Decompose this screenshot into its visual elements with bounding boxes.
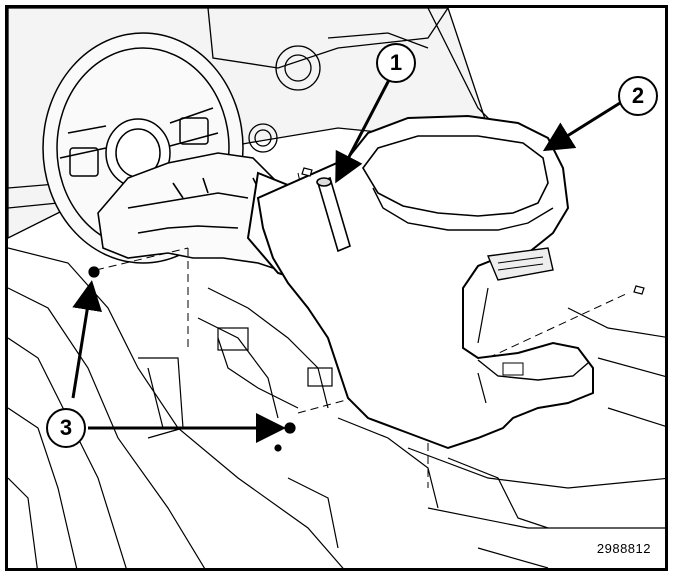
callout-3: 3 bbox=[46, 408, 86, 448]
screw-icons bbox=[88, 167, 645, 452]
callout-2: 2 bbox=[618, 76, 658, 116]
floor-console bbox=[246, 114, 594, 450]
callout-leaders bbox=[71, 77, 621, 443]
shifter-boot bbox=[316, 176, 351, 253]
callout-1: 1 bbox=[376, 43, 416, 83]
console-removal-illustration bbox=[8, 8, 665, 568]
illustration-frame: 1 2 3 2988812 bbox=[5, 5, 668, 571]
figure-number: 2988812 bbox=[596, 541, 651, 556]
